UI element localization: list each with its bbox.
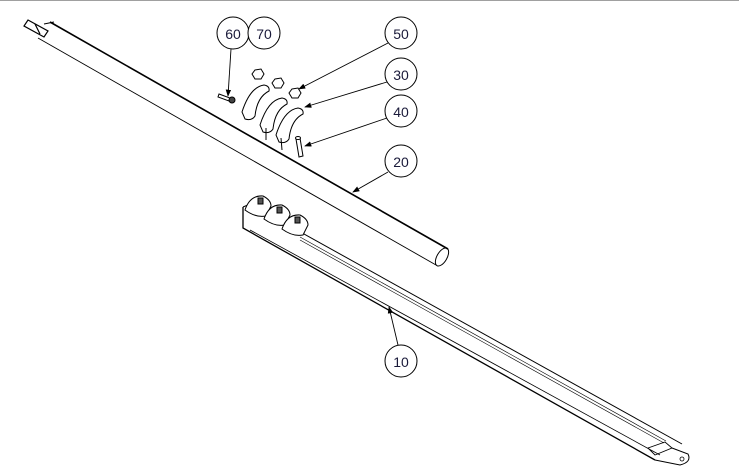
- balloon-label: 50: [393, 26, 409, 42]
- part-60-bolt: [217, 93, 236, 104]
- balloon-label: 20: [393, 154, 409, 170]
- balloon-60: 60: [216, 16, 250, 50]
- balloon-label: 40: [393, 104, 409, 120]
- balloon-40: 40: [384, 94, 418, 128]
- top-border: [0, 0, 739, 1]
- part-30-clamps: [241, 84, 304, 151]
- balloon-20: 20: [384, 144, 418, 178]
- balloon-10: 10: [384, 344, 418, 378]
- rail-clamps: [244, 195, 309, 236]
- part-10-rail: [242, 203, 690, 466]
- part-20-tube: [23, 19, 450, 267]
- balloon-70: 70: [247, 16, 281, 50]
- balloon-label: 10: [393, 354, 409, 370]
- balloon-label: 70: [256, 26, 272, 42]
- balloon-label: 60: [225, 26, 241, 42]
- leader-lines: [225, 42, 399, 346]
- balloon-50: 50: [384, 16, 418, 50]
- part-50-nuts: [251, 68, 302, 99]
- balloon-label: 30: [393, 67, 409, 83]
- part-40-pin: [295, 136, 304, 158]
- balloon-30: 30: [384, 57, 418, 91]
